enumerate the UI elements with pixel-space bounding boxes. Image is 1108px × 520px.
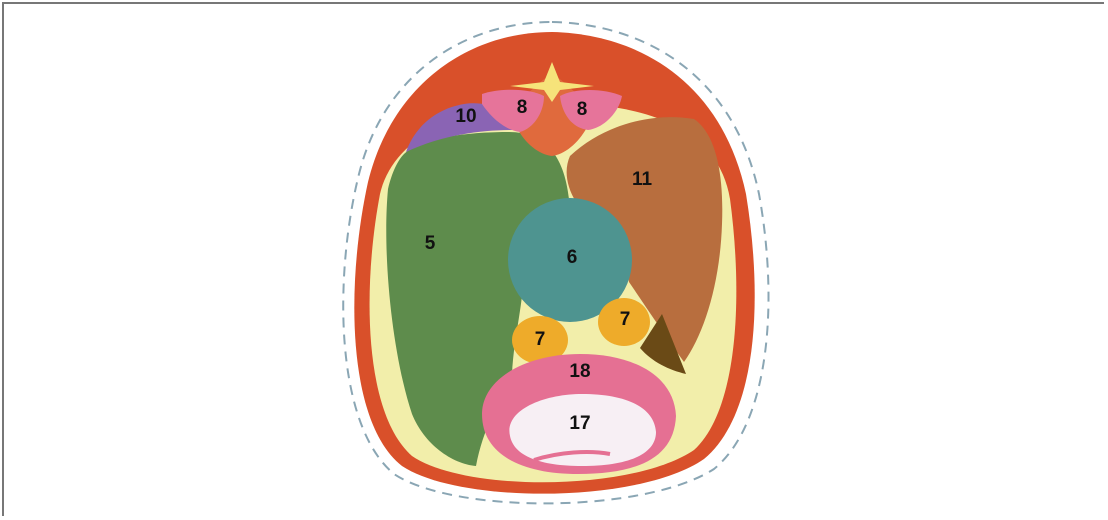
label-11: 11	[632, 169, 653, 190]
label-6: 6	[567, 247, 578, 268]
label-10: 10	[455, 106, 476, 127]
label-7-left: 7	[535, 329, 546, 350]
label-17: 17	[569, 413, 590, 434]
anatomy-cross-section: 5 6 7 7 8 8 10 11 17 18	[4, 4, 1106, 518]
label-18: 18	[569, 361, 590, 382]
label-5: 5	[425, 233, 436, 254]
label-8-right: 8	[577, 99, 588, 120]
label-7-right: 7	[620, 309, 631, 330]
label-8-left: 8	[517, 97, 528, 118]
